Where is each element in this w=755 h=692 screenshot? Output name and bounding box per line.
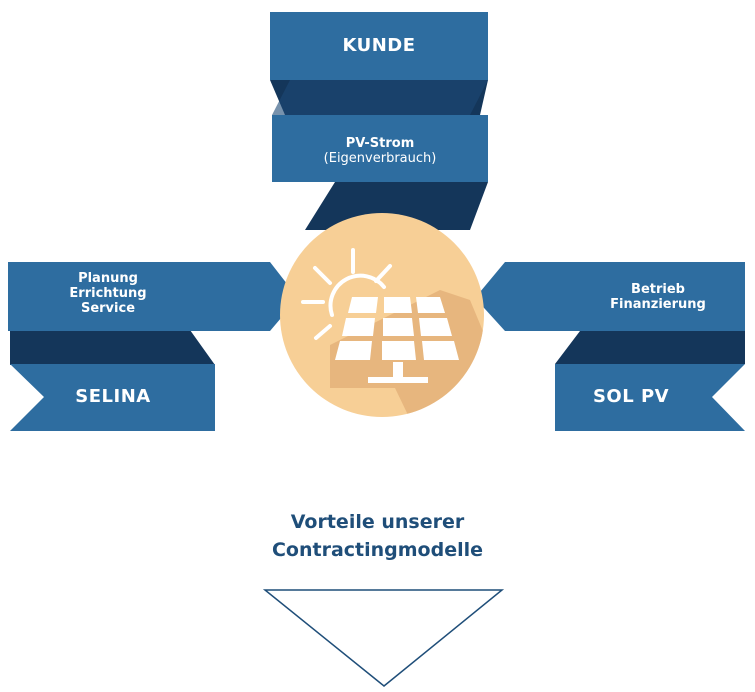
kunde-label: KUNDE — [342, 35, 416, 56]
selina-label: SELINA — [75, 386, 151, 407]
solpv-label: SOL PV — [592, 386, 670, 407]
pv-strom-sublabel: (Eigenverbrauch) — [323, 151, 437, 166]
right-service-betrieb: Betrieb — [631, 282, 685, 297]
solar-panel-cells — [335, 297, 459, 383]
left-ribbon-fold — [10, 330, 215, 365]
caption-line-2: Contractingmodelle — [271, 539, 484, 561]
right-ribbon-fold — [555, 331, 745, 364]
pv-strom-label: PV-Strom — [345, 136, 415, 151]
left-ribbon-top — [8, 262, 298, 331]
kunde-box — [270, 12, 488, 80]
solpv-ribbon — [555, 364, 745, 431]
down-arrow-triangle — [262, 589, 505, 687]
pv-strom-box — [272, 115, 488, 182]
right-service-finanzierung: Finanzierung — [610, 297, 706, 312]
left-service-planung: Planung — [78, 271, 138, 286]
left-service-errichtung: Errichtung — [69, 286, 147, 301]
selina-ribbon — [10, 364, 215, 431]
solar-panel-sun-icon — [301, 248, 392, 340]
top-ribbon-fold-1-shade — [272, 80, 488, 115]
caption-line-1: Vorteile unserer — [290, 511, 465, 533]
left-service-service: Service — [80, 301, 136, 316]
right-ribbon-top — [475, 262, 745, 331]
